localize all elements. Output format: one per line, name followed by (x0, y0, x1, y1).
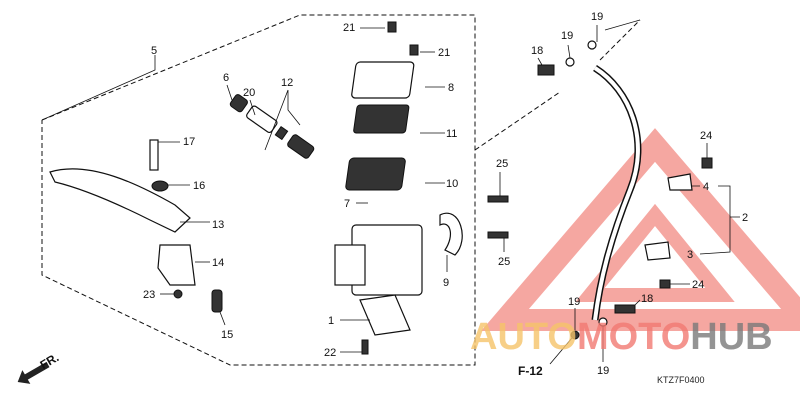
assembly-boundary (41, 14, 476, 366)
bolt-24b (659, 279, 671, 289)
callout-16: 16 (193, 180, 205, 192)
reference-f12: F-12 (518, 364, 543, 378)
spring (151, 180, 169, 192)
callout-8: 8 (448, 82, 454, 94)
washer-19c (570, 330, 580, 340)
callout-24: 24 (700, 130, 712, 142)
hose-guide-4 (667, 173, 693, 191)
watermark-moto: MOTO (577, 316, 690, 358)
callout-19: 19 (597, 365, 609, 377)
washer-19b (587, 40, 597, 50)
front-direction-arrow-icon (17, 361, 50, 384)
screw-21b (409, 44, 419, 56)
bolt-25b (487, 231, 509, 239)
callout-21: 21 (438, 47, 450, 59)
watermark-text: AUTOMOTOHUB (470, 316, 773, 358)
callout-labels: 5 21 21 8 12 6 20 11 17 16 10 13 7 25 25… (143, 11, 748, 377)
switch-bracket (157, 244, 196, 286)
pivot-bolt (149, 139, 159, 171)
callout-19: 19 (591, 11, 603, 23)
callout-10: 10 (446, 178, 458, 190)
callout-17: 17 (183, 136, 195, 148)
callout-25: 25 (496, 158, 508, 170)
reservoir-cap (351, 61, 415, 99)
callout-3: 3 (687, 249, 693, 261)
watermark-hub: HUB (690, 316, 772, 358)
leader-lines (41, 19, 740, 365)
callout-2: 2 (742, 212, 748, 224)
bolt-18a (537, 64, 555, 76)
bolt-24a (701, 157, 713, 169)
bolt-18b (614, 304, 636, 314)
callout-5: 5 (151, 45, 157, 57)
master-cylinder-body (334, 244, 366, 286)
screw-21a (387, 21, 397, 33)
clamp-holder (359, 294, 411, 336)
callout-24: 24 (692, 279, 704, 291)
callout-6: 6 (223, 72, 229, 84)
callout-19: 19 (561, 30, 573, 42)
washer-19a (565, 57, 575, 67)
callout-19: 19 (568, 296, 580, 308)
callout-14: 14 (212, 257, 224, 269)
callout-13: 13 (212, 219, 224, 231)
callout-7: 7 (344, 198, 350, 210)
screw-22 (361, 339, 369, 355)
nut (173, 289, 183, 299)
callout-9: 9 (443, 277, 449, 289)
callout-1: 1 (328, 315, 334, 327)
plate (353, 104, 410, 134)
drawing-code: KTZ7F0400 (657, 375, 705, 385)
callout-22: 22 (324, 347, 336, 359)
brake-lever (49, 168, 191, 233)
hose-clip (439, 212, 463, 256)
callout-20: 20 (243, 87, 255, 99)
hose-reference-line (599, 19, 641, 61)
callout-15: 15 (221, 329, 233, 341)
callout-18: 18 (641, 293, 653, 305)
piston-kit (229, 94, 315, 159)
spring-15 (211, 289, 223, 313)
callout-25: 25 (498, 256, 510, 268)
callout-12: 12 (281, 77, 293, 89)
callout-4: 4 (703, 181, 709, 193)
watermark-auto: AUTO (470, 316, 577, 358)
diaphragm (345, 157, 406, 191)
callout-23: 23 (143, 289, 155, 301)
callout-11: 11 (446, 128, 457, 140)
callout-18: 18 (531, 45, 543, 57)
callout-21: 21 (343, 22, 355, 34)
hose-reference-line (474, 91, 561, 151)
bolt-25a (487, 195, 509, 203)
hose-guide-3 (644, 241, 671, 261)
